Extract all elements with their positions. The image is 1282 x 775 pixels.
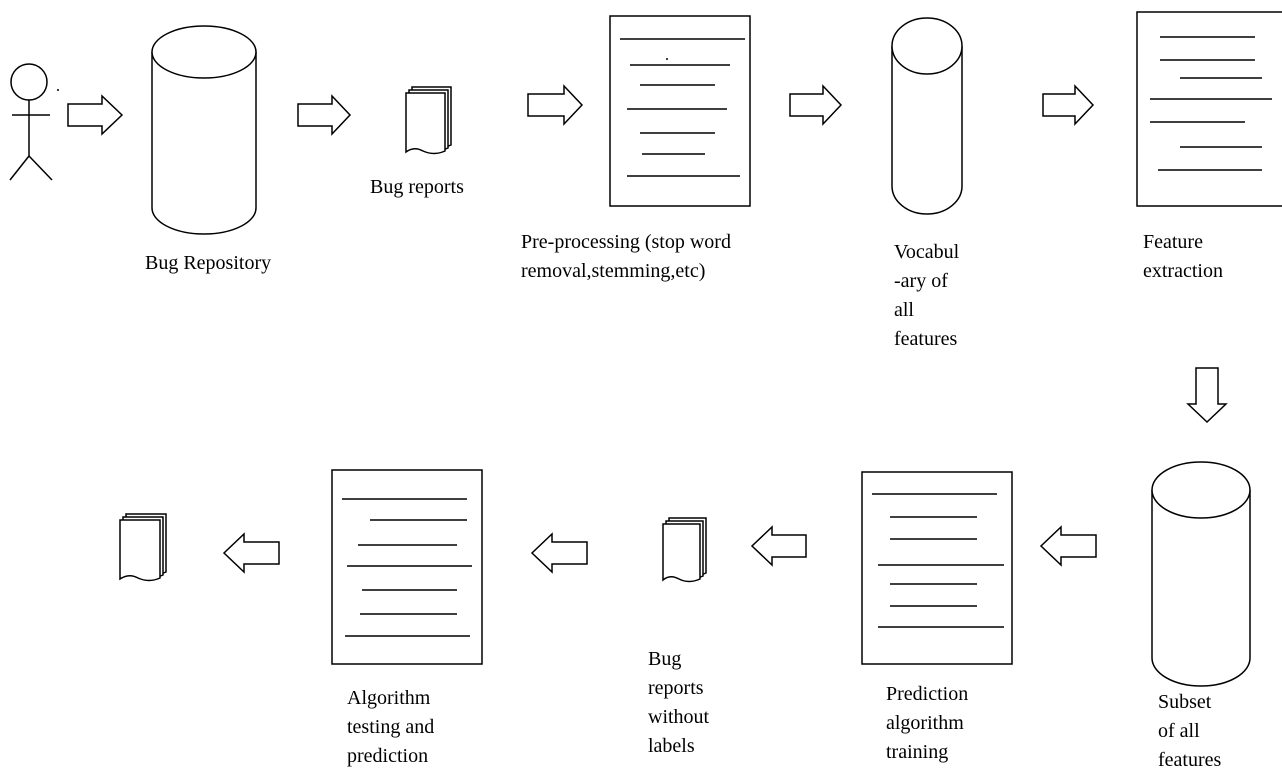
algorithm-testing-document-icon	[331, 469, 483, 665]
subset-database-icon	[1151, 461, 1251, 687]
vocabulary-label: Vocabul -ary of all features	[894, 241, 960, 350]
preprocessing-label: Pre-processing (stop word removal,stemmi…	[521, 231, 731, 282]
bug-reports-label: Bug reports	[370, 176, 464, 198]
feature-extraction-document-icon	[1136, 11, 1282, 207]
bug-repository-database-icon	[151, 25, 257, 235]
bug-reports-without-labels-document-stack-icon	[662, 517, 707, 583]
reports-without-labels-label: Bug reports without labels	[648, 648, 710, 757]
vocabulary-database-icon	[891, 17, 963, 215]
arrow-left-icon	[750, 525, 807, 567]
actor-icon	[9, 63, 59, 181]
prediction-training-label: Prediction algorithm training	[886, 683, 969, 763]
arrow-right-icon	[527, 84, 584, 126]
output-document-stack-icon	[119, 513, 167, 582]
feature-extraction-label: Feature extraction	[1143, 231, 1223, 282]
arrow-down-icon	[1186, 367, 1228, 424]
arrow-left-icon	[530, 532, 588, 574]
arrow-left-icon	[222, 532, 280, 574]
preprocessing-document-icon	[609, 15, 751, 207]
arrow-right-icon	[297, 94, 352, 136]
arrow-right-icon	[789, 84, 843, 126]
prediction-training-document-icon	[861, 471, 1013, 665]
arrow-right-icon	[1042, 84, 1095, 126]
bug-repository-label: Bug Repository	[145, 252, 272, 274]
subset-label: Subset of all features	[1158, 691, 1222, 771]
arrow-left-icon	[1039, 525, 1097, 567]
bug-reports-document-stack-icon	[405, 86, 452, 155]
algorithm-testing-label: Algorithm testing and prediction	[347, 687, 435, 767]
arrow-right-icon	[67, 94, 124, 136]
